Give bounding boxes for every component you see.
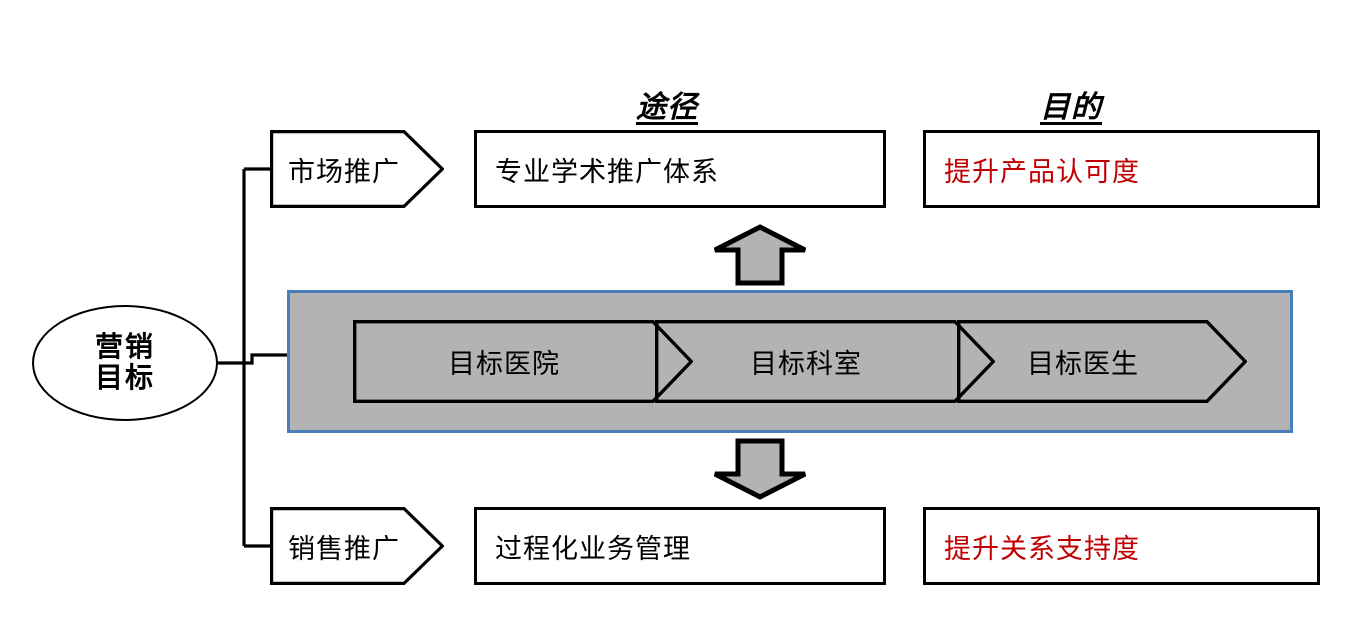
target-chain-band (287, 290, 1293, 433)
up-arrow-icon (712, 224, 808, 286)
target-step-department[interactable]: 目标科室 (655, 320, 995, 403)
root-node-marketing-goal[interactable]: 营销 目标 (32, 305, 218, 421)
purpose-box-product-recognition[interactable]: 提升产品认可度 (923, 130, 1320, 208)
channel-pentagon-sales-promotion[interactable]: 销售推广 (270, 507, 444, 585)
channel-pentagon-market-promotion[interactable]: 市场推广 (270, 130, 444, 208)
column-header-path: 途径 (636, 91, 698, 124)
method-box-process-management[interactable]: 过程化业务管理 (474, 507, 886, 585)
down-arrow-icon (712, 438, 808, 500)
target-step-hospital[interactable]: 目标医院 (353, 320, 693, 403)
root-node-line2: 目标 (94, 363, 155, 394)
column-header-purpose: 目的 (1040, 91, 1102, 124)
root-node-line1: 营销 (94, 331, 155, 363)
method-box-academic-system[interactable]: 专业学术推广体系 (474, 130, 886, 208)
purpose-box-relationship-support[interactable]: 提升关系支持度 (923, 507, 1320, 585)
target-step-doctor[interactable]: 目标医生 (957, 320, 1247, 403)
